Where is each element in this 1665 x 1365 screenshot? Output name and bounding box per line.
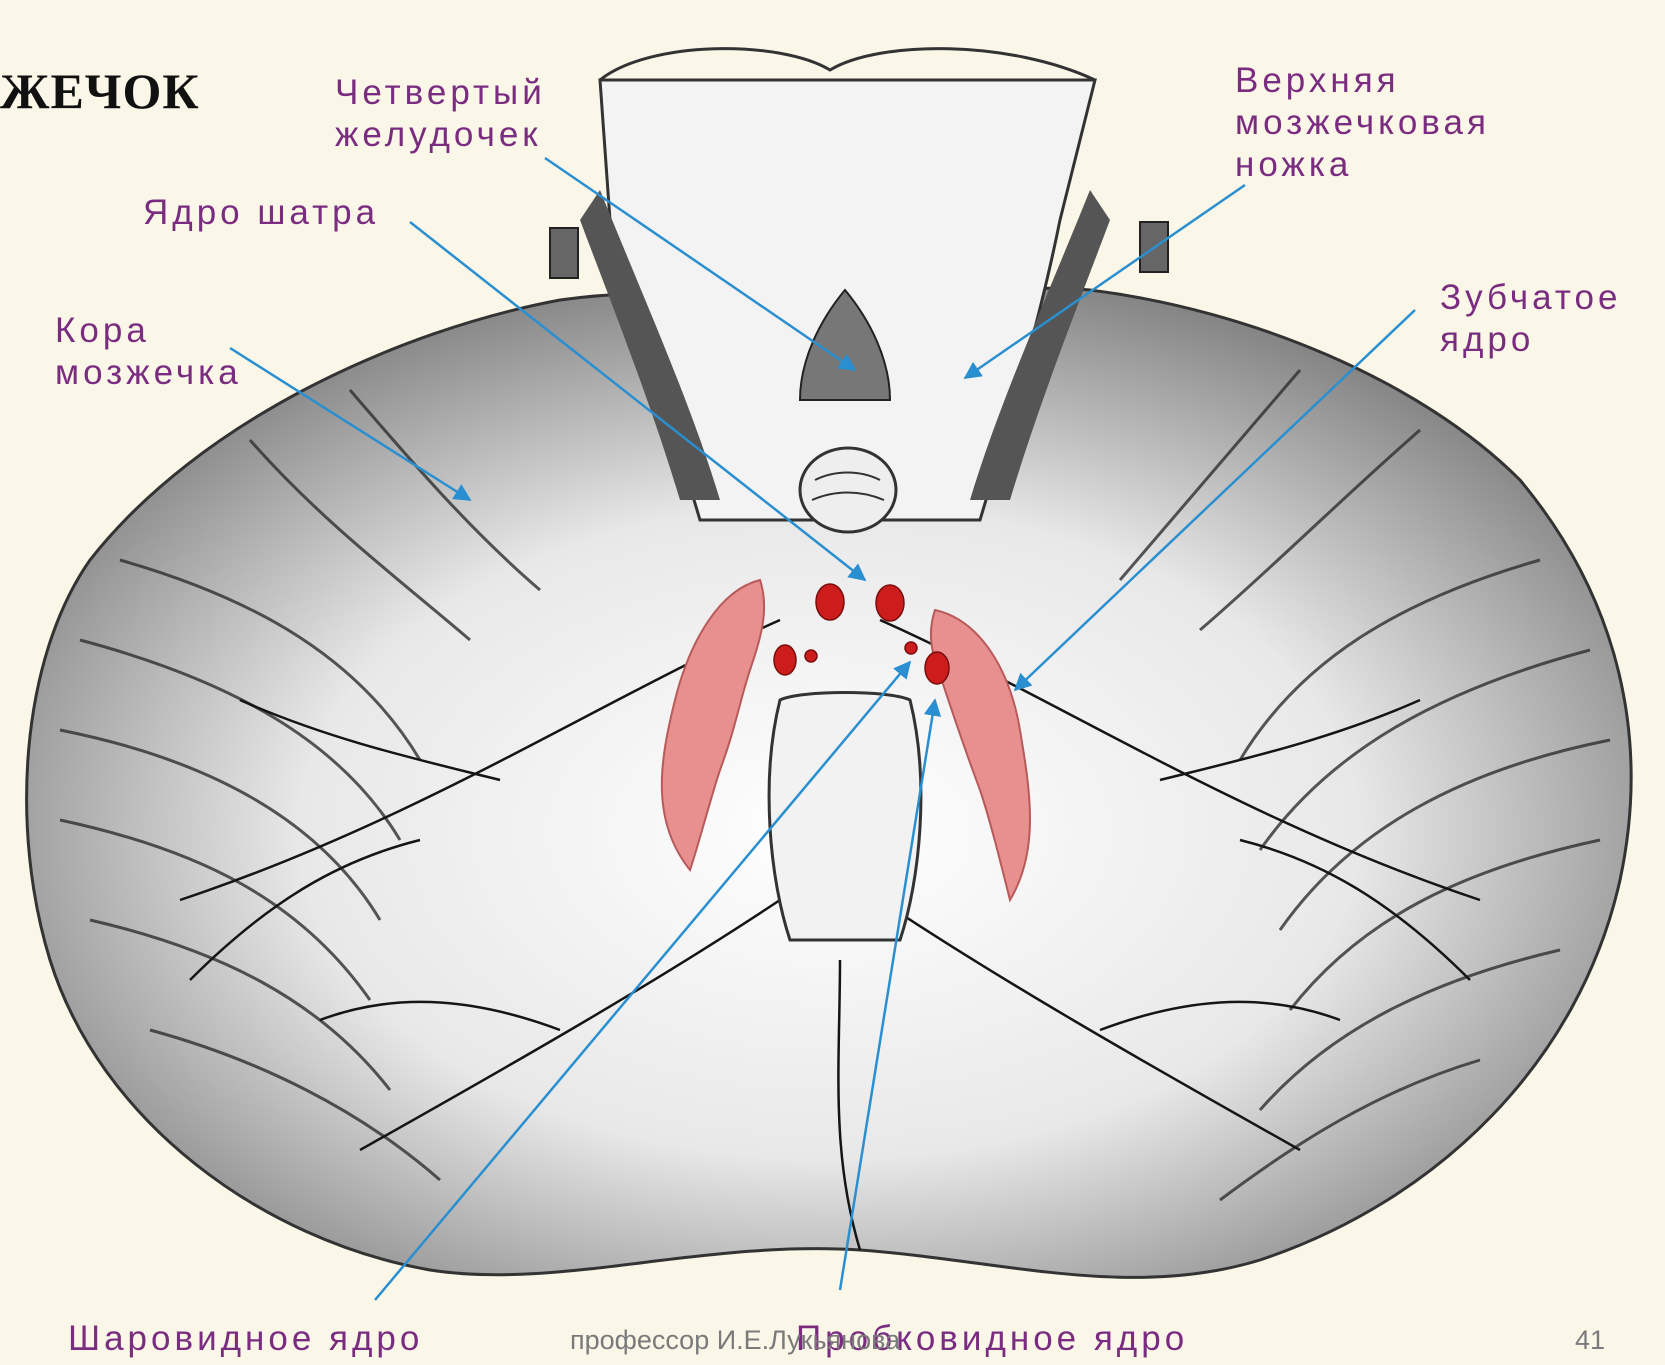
- label-globose-nucleus: Шаровидное ядро: [68, 1318, 423, 1360]
- slide-title: ЖЕЧОК: [0, 62, 200, 120]
- label-cerebellar-cortex: Кора мозжечка: [55, 310, 242, 394]
- left-peduncle-stub: [550, 228, 578, 278]
- page-number: 41: [1575, 1325, 1605, 1356]
- author-footer: профессор И.Е.Лукьянова: [570, 1325, 900, 1356]
- label-fastigial-nucleus: Ядро шатра: [143, 192, 379, 234]
- label-dentate-nucleus: Зубчатое ядро: [1440, 277, 1621, 361]
- nodulus: [800, 448, 896, 532]
- vermis: [769, 693, 921, 941]
- label-fourth-ventricle: Четвертый желудочек: [335, 72, 546, 156]
- label-superior-peduncle: Верхняя мозжечковая ножка: [1235, 60, 1490, 186]
- brainstem-top: [600, 49, 1095, 80]
